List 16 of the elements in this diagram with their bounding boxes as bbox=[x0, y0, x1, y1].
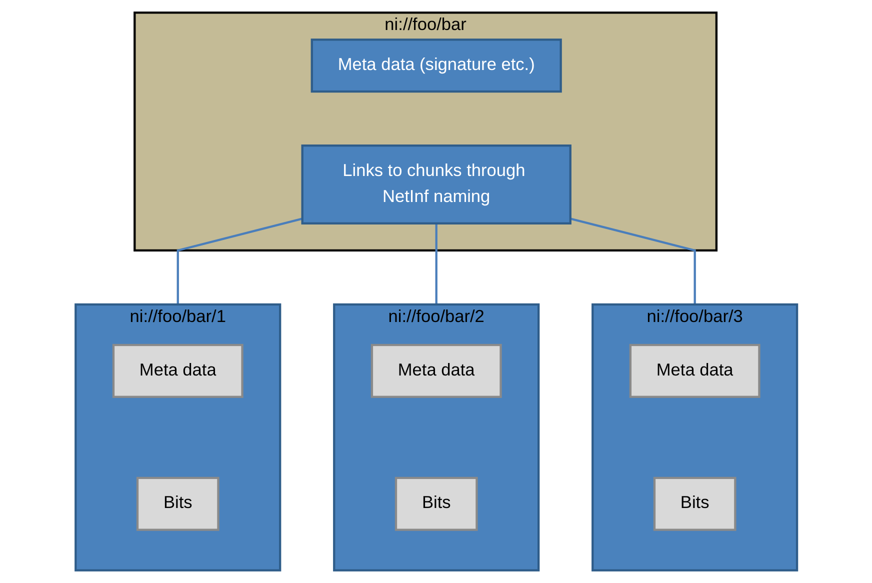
node-box bbox=[370, 344, 502, 398]
cluster bbox=[133, 12, 718, 252]
node-box bbox=[653, 476, 736, 531]
connector bbox=[176, 218, 302, 304]
node-box bbox=[310, 38, 562, 93]
connector bbox=[434, 223, 438, 304]
cluster bbox=[332, 303, 540, 572]
node-box bbox=[300, 144, 572, 224]
node-box bbox=[112, 344, 243, 398]
cluster bbox=[591, 303, 798, 572]
diagram: ni://foo/bar ni://foo/bar/3 Meta data Bits ni://foo/bar/2 Meta data Bits ni://foo/bar/1 Meta data Bits Meta data (signature etc.) Links to chunks through NetInf naming bbox=[66, 4, 806, 579]
cluster bbox=[74, 303, 281, 572]
node-box bbox=[629, 344, 760, 398]
connector bbox=[570, 218, 696, 304]
node-box bbox=[394, 476, 478, 531]
node-box bbox=[136, 476, 219, 531]
